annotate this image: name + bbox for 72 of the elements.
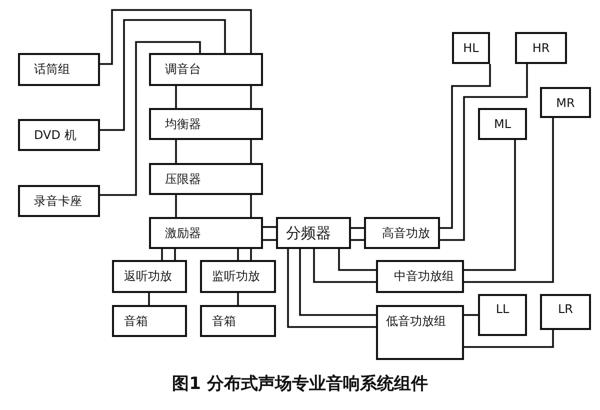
connector-line [148,293,150,305]
node-label: 返听功放 [124,268,172,285]
component-box [149,217,263,249]
component-box [200,260,276,293]
connector-line [100,9,252,65]
connector-line [464,314,478,316]
node-label: HL [463,41,479,55]
connector-line [351,227,364,229]
node-label: DVD 机 [34,126,76,144]
component-box [452,32,490,64]
node-label: 话筒组 [34,61,70,78]
node-label: 分频器 [286,224,331,242]
connector-line [174,249,176,260]
component-box [376,305,464,360]
component-box [18,185,100,217]
connector-line [299,249,376,316]
connector-line [464,330,554,348]
node-label: 音箱 [124,312,148,330]
component-box [200,305,276,337]
component-box [276,217,351,249]
node-label: 录音卡座 [34,192,82,210]
node-label: 高音功放 [382,224,430,242]
component-box [478,108,527,140]
node-label: 压限器 [165,170,201,188]
component-box [149,108,263,140]
figure-caption: 图1 分布式声场专业音响系统组件 [172,374,428,394]
connector-line [313,249,376,283]
connector-line [440,64,491,229]
connector-line [250,249,252,260]
component-box [364,217,440,249]
connector-line [175,195,177,217]
component-box [540,87,591,118]
node-label: 调音台 [165,61,201,78]
connector-line [237,249,239,260]
connector-line [287,249,376,328]
connector-line [440,64,528,241]
connector-line [250,195,252,217]
node-label: HR [532,41,550,55]
connector-line [338,249,376,271]
component-box [540,294,591,330]
connector-line [351,239,364,241]
connector-line [250,86,252,108]
connector-line [237,293,239,305]
connector-line [175,86,177,108]
component-box [112,260,187,293]
node-label: ML [494,117,512,131]
connector-line [464,118,554,283]
node-label: 音箱 [212,312,236,330]
node-label: 监听功放 [212,268,260,285]
connector-line [250,140,252,163]
connector-line [100,19,226,131]
connector-line [464,140,516,271]
node-label: MR [556,96,575,110]
component-box [149,163,263,195]
connector-line [100,41,201,196]
node-label: LL [496,302,510,316]
node-label: 均衡器 [165,116,201,132]
node-label: 低音功放组 [386,313,446,330]
connector-line [175,140,177,163]
node-label: LR [558,302,574,316]
component-box [18,53,100,86]
node-label: 中音功放组 [394,268,454,285]
component-box [376,260,464,293]
component-box [18,119,100,151]
connector-line [161,249,163,260]
node-label: 激励器 [165,224,201,242]
component-box [478,294,527,336]
connector-line [263,239,276,241]
component-box [112,305,187,337]
component-box [149,53,263,86]
component-box [515,32,567,64]
connector-line [263,226,276,228]
